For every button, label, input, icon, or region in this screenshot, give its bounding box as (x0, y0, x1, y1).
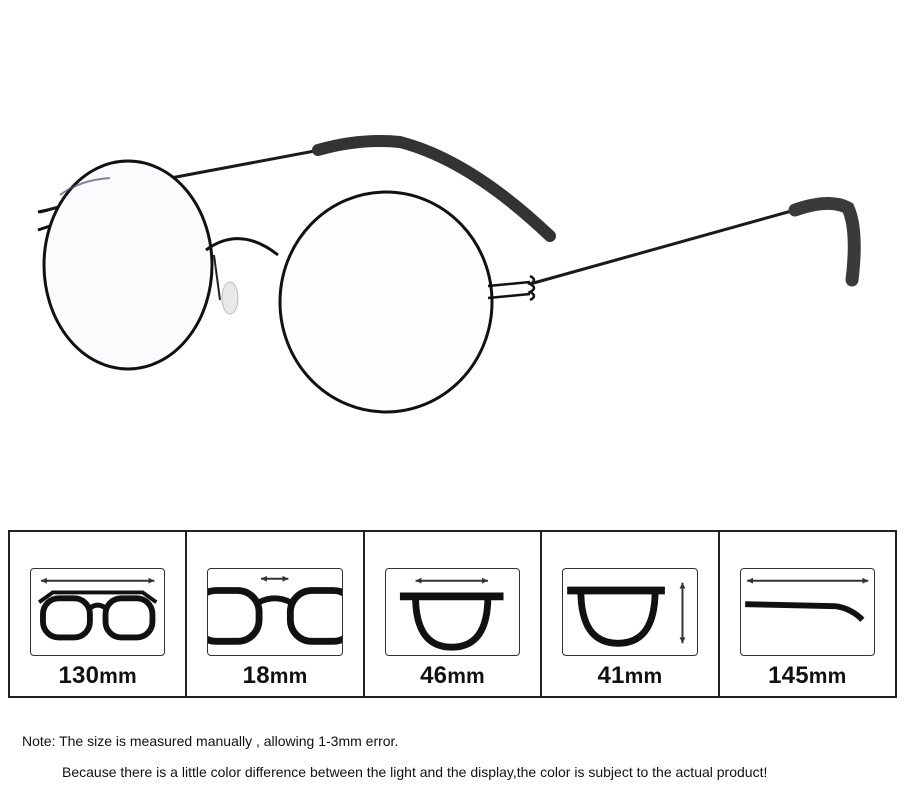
spec-value-lens-height: 41mm (597, 662, 663, 689)
spec-lens-height: 41mm (542, 532, 720, 696)
spec-value-bridge-width: 18mm (242, 662, 308, 689)
far-temple-tip (312, 135, 556, 242)
bridge (205, 237, 279, 257)
spec-temple-length: 145mm (720, 532, 895, 696)
lens-width-icon (384, 568, 521, 656)
temple-length-icon (739, 568, 876, 656)
lens-height-icon (562, 568, 698, 656)
left-lens (42, 159, 214, 371)
right-lens (278, 190, 494, 414)
near-temple-arm (529, 208, 796, 286)
left-hinge (37, 208, 51, 232)
near-temple-tip (788, 197, 861, 287)
spec-value-lens-width: 46mm (420, 662, 485, 689)
spec-lens-width: 46mm (365, 532, 543, 696)
total-width-icon (30, 568, 166, 656)
glasses-product-image (37, 135, 861, 414)
spec-value-temple-length: 145mm (768, 662, 847, 689)
spec-bridge-width: 18mm (187, 532, 365, 696)
bridge-width-icon (207, 568, 343, 656)
color-disclaimer: Because there is a little color differen… (62, 764, 768, 780)
measurement-note: Note: The size is measured manually , al… (22, 733, 399, 749)
nose-pad-left (213, 254, 221, 301)
right-hinge (487, 274, 536, 302)
spec-total-width: 130mm (10, 532, 188, 696)
size-spec-strip: 130mm 18mm 46mm (8, 530, 897, 698)
spec-value-total-width: 130mm (58, 662, 137, 689)
